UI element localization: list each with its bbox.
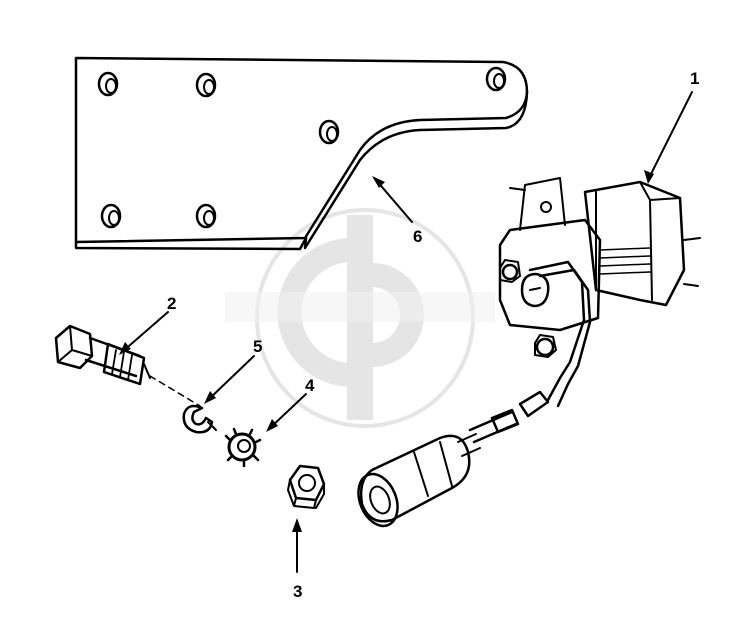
- switch-assembly: [498, 177, 701, 418]
- bracket-hole: [100, 203, 122, 229]
- watermark-logo: [225, 208, 495, 428]
- flange-bolt: [54, 324, 201, 407]
- bracket-hole: [485, 66, 507, 92]
- bracket-holes: [97, 66, 507, 229]
- split-washer: [182, 404, 217, 434]
- callout-4: 4: [305, 376, 315, 395]
- callout-1: 1: [690, 69, 699, 88]
- callout-5: 5: [253, 337, 262, 356]
- hex-nut: [287, 464, 326, 509]
- bracket-hole: [97, 71, 119, 97]
- lock-washer: [224, 427, 262, 468]
- callout-2: 2: [167, 294, 176, 313]
- bracket-hole: [318, 119, 340, 145]
- bracket-hole: [195, 72, 217, 98]
- callout-labels: 1 2 3 4 5 6: [167, 69, 699, 601]
- leader-lines: [119, 91, 693, 573]
- callout-6: 6: [413, 227, 422, 246]
- cable-connector: [357, 408, 520, 528]
- callout-3: 3: [293, 582, 302, 601]
- mounting-bracket: [74, 56, 529, 251]
- bracket-hole: [195, 203, 217, 229]
